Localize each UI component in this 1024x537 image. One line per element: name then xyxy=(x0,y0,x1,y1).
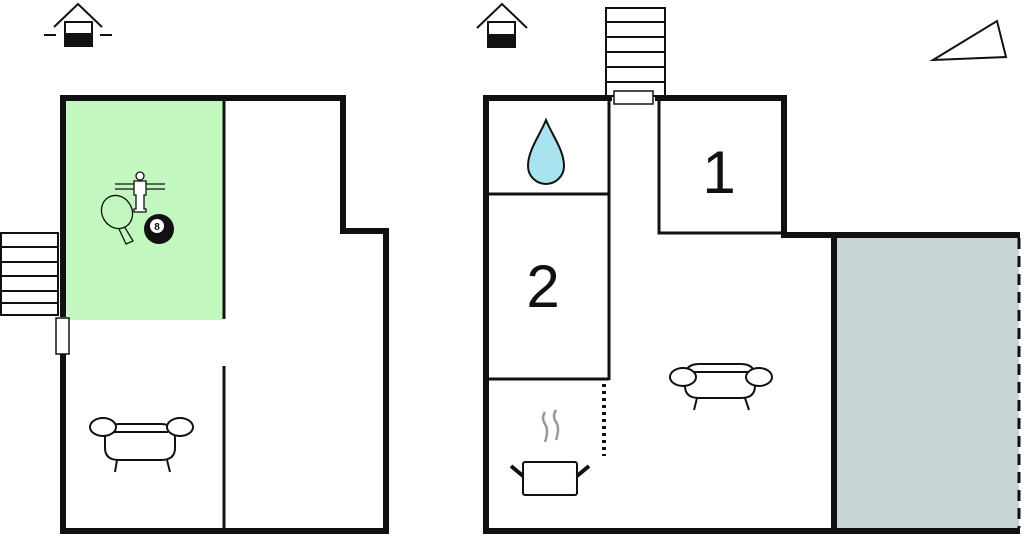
billiard-ball-icon: 8 xyxy=(144,214,174,244)
stairs-icon xyxy=(0,232,59,316)
bedroom-2-label: 2 xyxy=(526,253,559,320)
outer-walls xyxy=(483,95,1020,534)
terrace-fill xyxy=(836,236,1019,529)
lower-floor-plan: 8 xyxy=(0,2,389,534)
billiard-ball-number: 8 xyxy=(154,222,160,233)
stairs-icon xyxy=(605,7,666,97)
upper-floor-plan: 1 2 xyxy=(476,2,1021,534)
bathroom-drop-icon xyxy=(526,117,566,185)
outer-walls xyxy=(60,95,389,534)
north-arrow-icon xyxy=(929,19,1008,62)
foosball-icon xyxy=(115,171,165,213)
kitchen-pot-icon xyxy=(509,409,591,496)
bedroom-1-label: 1 xyxy=(702,139,735,206)
interior-walls xyxy=(486,98,784,381)
sofa-icon xyxy=(669,363,773,411)
house-level-icon-upper xyxy=(476,2,528,48)
house-level-icon-lower xyxy=(44,2,112,47)
entrance-door xyxy=(55,317,70,355)
entrance-door xyxy=(613,90,654,105)
sofa-icon xyxy=(89,417,194,473)
ping-pong-icon xyxy=(100,194,134,245)
